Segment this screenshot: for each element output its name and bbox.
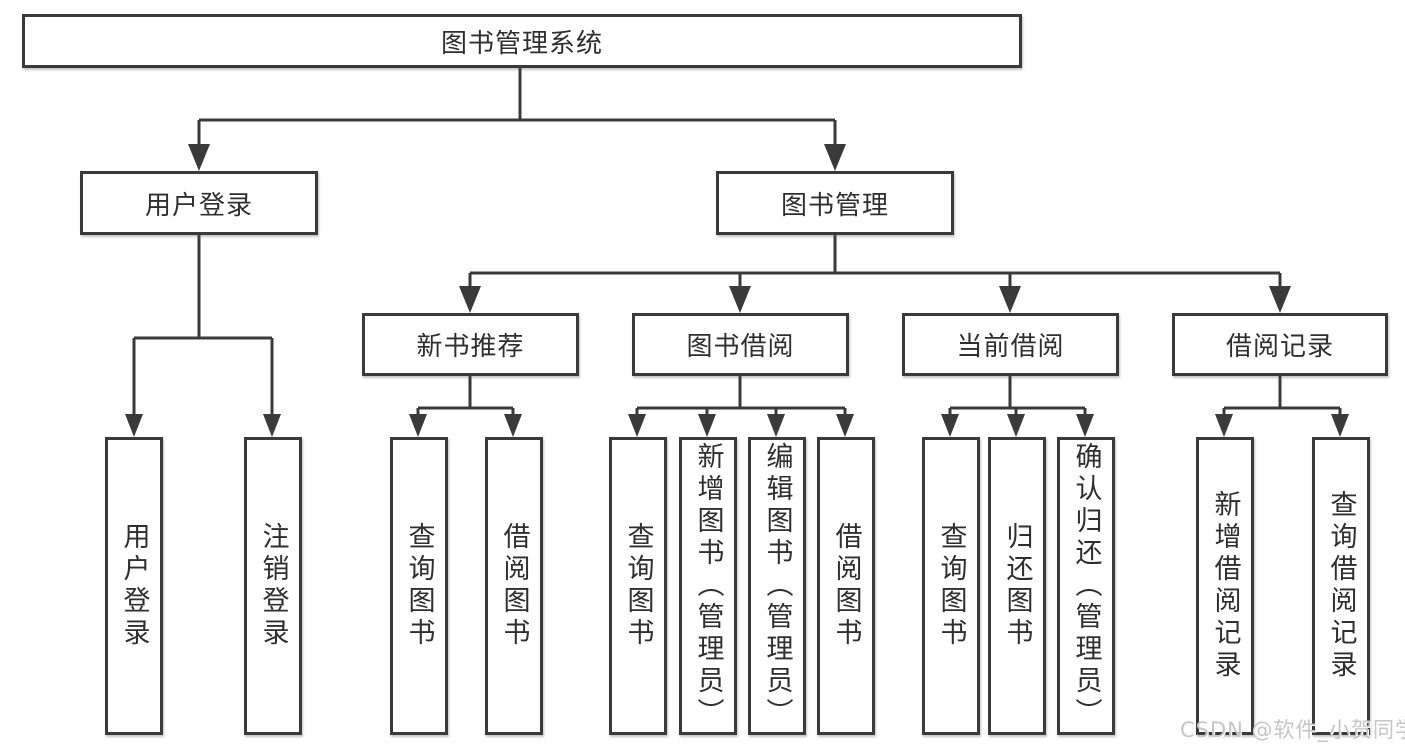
connector-new-book-recommend-branch [409, 376, 522, 437]
node-book-borrow: 图书借阅 [632, 313, 849, 376]
node-leaf-query-books-recommend: 查询图书 [390, 437, 448, 735]
node-leaf-add-book-admin: 新增图书（管理员） [679, 437, 737, 735]
connector-root-to-level2 [188, 68, 846, 171]
node-leaf-query-books-current: 查询图书 [922, 437, 980, 735]
node-book-management: 图书管理 [716, 171, 954, 235]
node-leaf-borrow-books-recommend: 借阅图书 [485, 437, 543, 735]
node-leaf-confirm-return-admin: 确认归还（管理员） [1057, 437, 1115, 735]
node-new-book-recommend: 新书推荐 [362, 313, 579, 376]
connector-book-borrow-branch [628, 376, 854, 437]
csdn-watermark: CSDN @软件_小贺同学 [1180, 718, 1405, 742]
node-leaf-add-borrow-record: 新增借阅记录 [1196, 437, 1254, 735]
connector-current-borrow-branch [941, 376, 1094, 437]
connector-borrow-records-branch [1215, 376, 1349, 437]
node-leaf-logout: 注销登录 [244, 437, 302, 735]
node-leaf-return-books: 归还图书 [988, 437, 1046, 735]
node-leaf-query-books-borrow: 查询图书 [609, 437, 667, 735]
node-borrow-records: 借阅记录 [1172, 313, 1388, 376]
node-leaf-query-borrow-record: 查询借阅记录 [1312, 437, 1370, 735]
connector-user-login-branch [125, 235, 281, 437]
node-leaf-edit-book-admin: 编辑图书（管理员） [748, 437, 806, 735]
node-current-borrow: 当前借阅 [902, 313, 1119, 376]
node-root-system: 图书管理系统 [22, 14, 1022, 68]
node-leaf-borrow-books: 借阅图书 [817, 437, 875, 735]
node-leaf-user-login: 用户登录 [105, 437, 163, 735]
connector-book-management-to-level3 [459, 235, 1291, 313]
node-user-login: 用户登录 [80, 171, 318, 235]
